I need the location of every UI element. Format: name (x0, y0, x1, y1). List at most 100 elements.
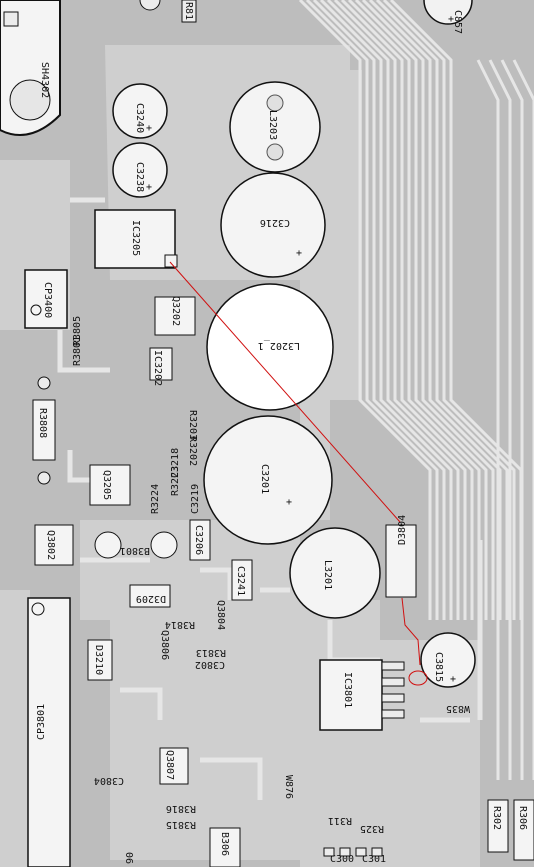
trace-bus (298, 0, 523, 620)
c3219-label: C3219 (190, 484, 201, 514)
bus-trace (476, 59, 500, 780)
c3815-label: C3815 (433, 652, 444, 682)
r3805-label: R3805 (72, 316, 83, 346)
r306-label: R306 (517, 806, 528, 830)
r3813-label: R3813 (196, 647, 226, 658)
w835-label: W835 (446, 703, 470, 714)
bus-trace (382, 0, 516, 620)
r3202-resistor: R3202 (187, 436, 198, 466)
bus-trace (354, 0, 488, 620)
svg-text:+: + (450, 674, 456, 685)
c3241-capacitor: C3241 (231, 559, 253, 601)
c3201-label: C3201 (259, 464, 270, 494)
bus-trace (319, 0, 453, 620)
d3210-label: D3210 (93, 645, 104, 675)
r81-label: R81 (183, 2, 194, 20)
r3805-resistor: R3805 (72, 316, 83, 346)
bus-trace (312, 0, 446, 620)
c3216-capacitor: C3216 + (220, 172, 326, 278)
c3238-capacitor: C3238 + (112, 142, 168, 198)
q3202-label: Q3202 (170, 296, 181, 326)
r325-label: R325 (360, 823, 384, 834)
l3202-label: L3202_1 (258, 340, 300, 351)
r3202-label: R3202 (187, 436, 198, 466)
svg-text:+: + (286, 497, 292, 508)
top-pad (139, 0, 161, 11)
d3209-label: D3209 (136, 593, 166, 604)
c300-label: C300 (330, 854, 354, 865)
l3203-label: L3203 (267, 110, 278, 140)
bus-trace (340, 0, 474, 620)
bus-trace (368, 0, 502, 620)
l3201-label: L3201 (322, 560, 333, 590)
bus-trace (488, 59, 512, 780)
bus-trace (333, 0, 467, 620)
bus-trace (500, 59, 524, 780)
trace-bus-right (476, 59, 534, 780)
q3802-label: Q3802 (45, 530, 56, 560)
ic3205-label: IC3205 (130, 220, 141, 256)
b3801-component: B3801 (94, 531, 178, 559)
bus-trace (326, 0, 460, 620)
cp3801-connector: CP3801 (27, 597, 71, 867)
ic3801-label: IC3801 (342, 672, 353, 708)
c3240-label: C3240 (134, 103, 145, 133)
r3808-resistor: R3808 (32, 376, 56, 485)
c3804-label: C3804 (94, 775, 124, 786)
ic3202-label: IC3202 (152, 350, 163, 386)
cp3400-label: CP3400 (42, 282, 53, 318)
r3203-label: R3203 (187, 410, 198, 440)
q3802-transistor: Q3802 (34, 524, 74, 566)
r311-label: R311 (328, 815, 352, 826)
c3241-label: C3241 (235, 566, 246, 596)
ic3202-chip: IC3202 (149, 347, 173, 386)
r3203-resistor: R3203 (187, 410, 198, 440)
w835-jumper: W835 (446, 703, 470, 714)
q3205-label: Q3205 (101, 470, 112, 500)
r3808-label: R3808 (37, 408, 48, 438)
c301-label: C301 (362, 854, 386, 865)
ic3801-chip: IC3801 (319, 659, 405, 731)
q3807-transistor: Q3807 (159, 747, 189, 785)
r81-resistor: R81 (181, 0, 197, 23)
c300-pads (323, 847, 383, 857)
c857-capacitor: C857 + (423, 0, 473, 34)
c857-label: C857 (452, 10, 463, 34)
sh4302-shield: SH4302 (0, 0, 61, 136)
q3202-transistor: Q3202 (154, 296, 196, 336)
r3801-label: R3801 (72, 336, 83, 366)
w876-label: W876 (283, 775, 294, 799)
b3801-label: B3801 (120, 545, 150, 556)
c3240-capacitor: C3240 + (112, 83, 168, 139)
q3806-label: Q3806 (159, 630, 170, 660)
q3804-label: Q3804 (215, 600, 226, 630)
r302-label: R302 (491, 806, 502, 830)
b306-label: B306 (219, 832, 230, 856)
bus-trace (305, 0, 439, 620)
r3224-label: R3224 (150, 484, 161, 514)
bus-trace (375, 0, 509, 620)
c3201-capacitor: C3201 + (203, 415, 333, 545)
r3801-resistor: R3801 (72, 336, 83, 366)
bus-trace (298, 0, 432, 620)
b306-component: B306 (209, 827, 241, 867)
highlight-trace (169, 261, 428, 686)
misc-traces (57, 197, 483, 800)
r306-resistor: R306 (513, 799, 534, 861)
r3223-label: R3223 (170, 466, 181, 496)
r3814-label: R3814 (165, 619, 195, 630)
l3201-inductor: L3201 (289, 527, 381, 619)
q3807-label: Q3807 (164, 750, 175, 780)
svg-text:+: + (448, 14, 454, 25)
bus-trace (361, 0, 495, 620)
bus-trace (347, 0, 481, 620)
l3203-inductor: L3203 (229, 81, 321, 173)
l3202-inductor: L3202_1 (206, 283, 334, 411)
cp3400-connector: CP3400 (24, 269, 68, 329)
c3218-label: C3218 (170, 448, 181, 478)
d3209-diode: D3209 (129, 584, 171, 608)
svg-text:+: + (296, 248, 302, 259)
c3815-capacitor: C3815 + (420, 632, 476, 688)
d3210-diode: D3210 (87, 639, 113, 681)
